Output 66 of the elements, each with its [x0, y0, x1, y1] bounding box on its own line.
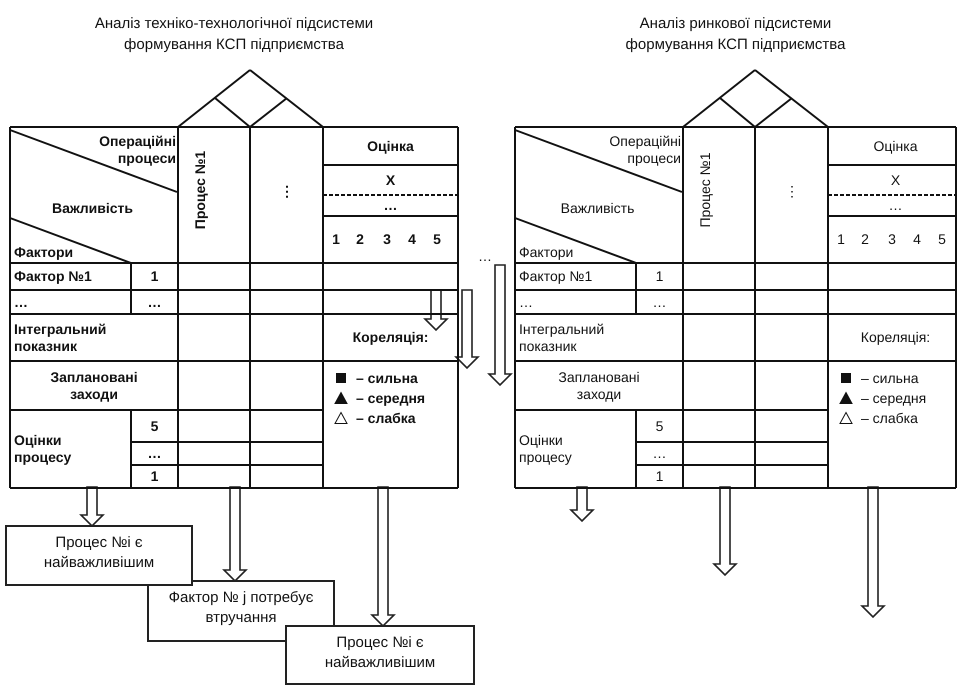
- row-header: Оцінки процесу: [14, 432, 72, 466]
- cell-text: 1: [332, 231, 340, 248]
- table-title: Аналіз техніко-технологічної підсистеми формування КСП підприємства: [94, 14, 374, 55]
- row-header: Фактор №1: [14, 268, 92, 285]
- block-arrow: [79, 486, 105, 528]
- column-header: Оцінка: [874, 138, 918, 154]
- legend-title: Кореляція:: [352, 329, 428, 346]
- block-arrow: [712, 486, 738, 576]
- legend-title: Кореляція:: [860, 329, 930, 346]
- block-arrow: [222, 486, 248, 582]
- result-box: Процес №і є найважливішим: [285, 625, 475, 685]
- block-arrow: [860, 486, 886, 618]
- ellipsis: …: [14, 294, 28, 310]
- row-header: Заплановані заходи: [557, 368, 641, 402]
- cell-text: 5: [433, 231, 441, 248]
- ellipsis: …: [652, 445, 666, 462]
- row-header: Фактори: [519, 244, 574, 260]
- legend-text: – слабка: [356, 410, 416, 426]
- ellipsis: …: [384, 197, 398, 214]
- cell-text: 1: [656, 468, 664, 485]
- cell-text: 5: [938, 231, 946, 248]
- legend-text: – слабка: [861, 410, 918, 426]
- ellipsis: …: [148, 445, 162, 462]
- cell-text: 4: [913, 231, 921, 248]
- ellipsis: ⋮: [280, 182, 294, 200]
- column-header: Процес №1: [696, 152, 714, 228]
- ellipsis: …: [478, 248, 492, 264]
- cell-text: 5: [150, 418, 158, 434]
- cell-text: 1: [656, 268, 664, 285]
- row-header: Заплановані заходи: [49, 368, 139, 402]
- cell-text: 4: [408, 231, 416, 248]
- cell-text: X: [890, 172, 900, 188]
- legend-text: – сильна: [861, 370, 918, 386]
- cell-text: 1: [150, 268, 158, 285]
- row-header: Важливість: [560, 200, 634, 216]
- ellipsis: ⋮: [785, 182, 799, 200]
- column-header: Процес №1: [192, 150, 208, 230]
- column-header: Операційні процеси: [608, 133, 681, 167]
- row-header: Важливість: [52, 200, 134, 216]
- cell-text: 5: [656, 418, 664, 434]
- row-header: Інтегральний показник: [519, 320, 606, 354]
- legend-text: – середня: [861, 390, 926, 406]
- row-header: Інтегральний показник: [14, 320, 108, 354]
- cell-text: X: [386, 172, 396, 188]
- cell-text: 1: [837, 231, 845, 248]
- block-arrow: [370, 486, 396, 628]
- ellipsis: …: [888, 197, 902, 214]
- result-box: Фактор № j потребує втручання: [147, 580, 335, 642]
- ellipsis: …: [148, 294, 162, 310]
- row-header: Фактори: [14, 244, 74, 260]
- cell-text: 3: [383, 231, 391, 248]
- legend-text: – сильна: [356, 370, 418, 386]
- block-arrow: [569, 486, 595, 522]
- table-title: Аналіз ринкової підсистеми формування КСП підприємства: [624, 14, 846, 55]
- cell-text: 1: [150, 468, 158, 485]
- legend-text: – середня: [356, 390, 426, 406]
- result-box: Процес №і є найважливішим: [5, 525, 193, 586]
- row-header: Фактор №1: [519, 268, 592, 285]
- column-header: Оцінка: [367, 138, 414, 154]
- ellipsis: …: [519, 294, 533, 310]
- column-header: Операційні процеси: [98, 133, 176, 167]
- cell-text: 2: [861, 231, 869, 248]
- cell-text: 3: [888, 231, 896, 248]
- row-header: Оцінки процесу: [519, 432, 573, 466]
- ellipsis: …: [652, 294, 666, 310]
- cell-text: 2: [356, 231, 364, 248]
